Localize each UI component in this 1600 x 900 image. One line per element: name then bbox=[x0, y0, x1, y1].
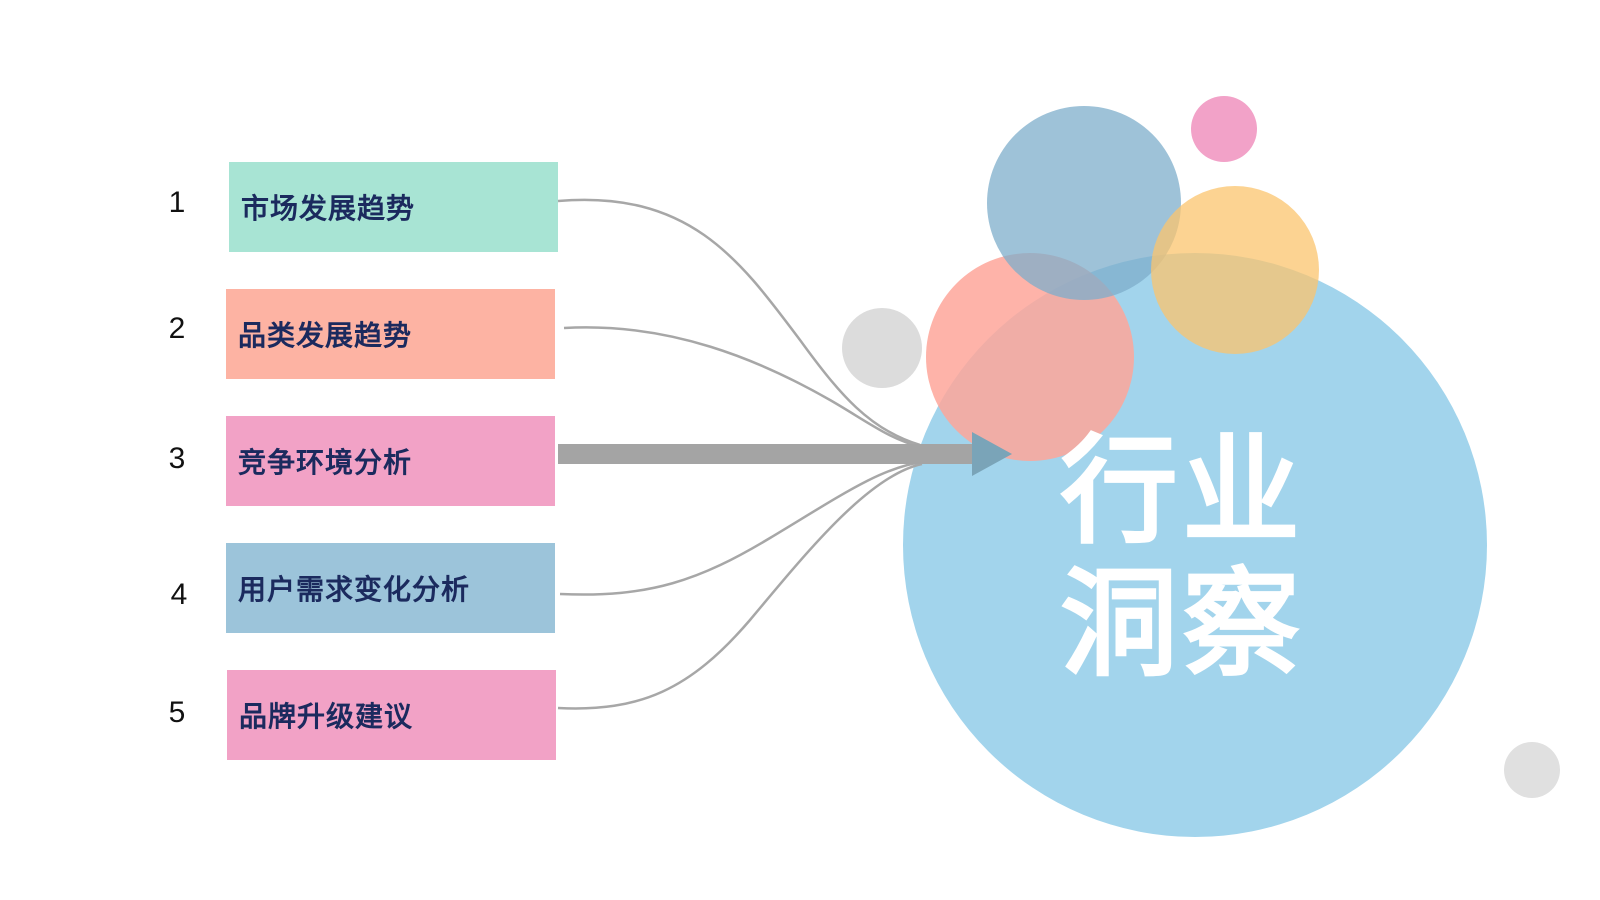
connector-2 bbox=[563, 326, 923, 449]
hub-title-line-1: 行业 bbox=[1060, 422, 1305, 560]
item-box-2: 品类发展趋势 bbox=[226, 289, 555, 379]
small-gray-bubble-left bbox=[842, 308, 922, 388]
hub-title-line-2: 洞察 bbox=[1060, 555, 1305, 693]
main-arrow-head bbox=[972, 432, 1012, 476]
item-number-3: 3 bbox=[168, 442, 186, 475]
item-box-5: 品牌升级建议 bbox=[227, 670, 556, 760]
connector-4 bbox=[559, 460, 923, 596]
pink-bubble bbox=[1191, 96, 1257, 162]
salmon-bubble bbox=[926, 253, 1134, 461]
main-arrow-shaft bbox=[558, 444, 974, 464]
item-number-5: 5 bbox=[168, 696, 186, 729]
small-gray-bubble-right bbox=[1504, 742, 1560, 798]
item-box-3: 竞争环境分析 bbox=[226, 416, 555, 506]
item-number-4: 4 bbox=[170, 578, 188, 611]
yellow-bubble bbox=[1151, 186, 1319, 354]
item-number-2: 2 bbox=[168, 312, 186, 345]
connector-1 bbox=[557, 198, 921, 447]
blue-bubble bbox=[987, 106, 1181, 300]
connector-5 bbox=[557, 462, 923, 710]
item-number-1: 1 bbox=[168, 186, 186, 219]
item-box-4: 用户需求变化分析 bbox=[226, 543, 555, 633]
item-box-1: 市场发展趋势 bbox=[229, 162, 558, 252]
